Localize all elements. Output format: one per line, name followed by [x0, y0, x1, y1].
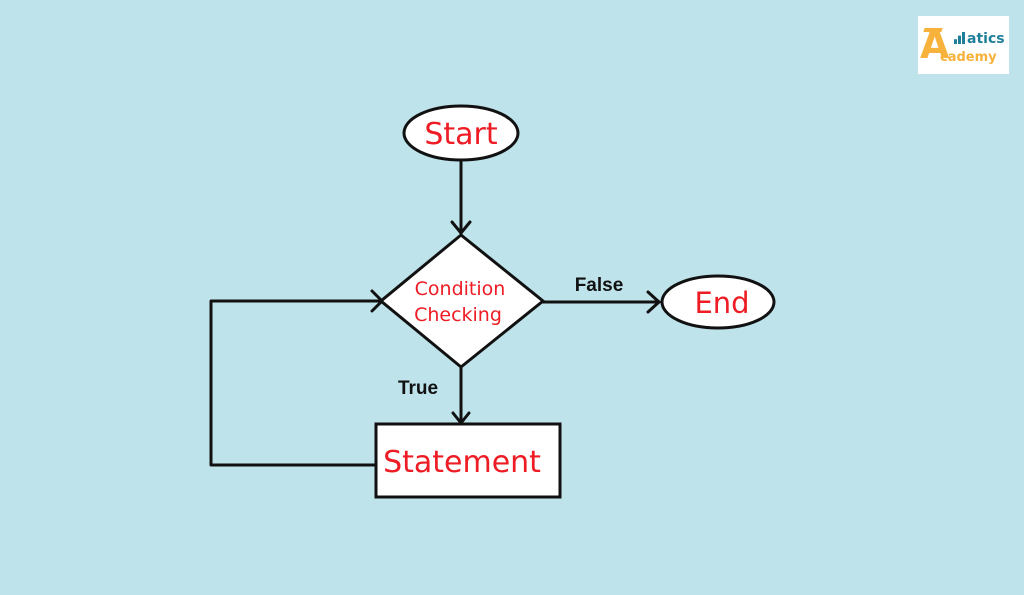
condition-label-line1: Condition: [415, 278, 506, 300]
logo-top-text: atics: [954, 32, 1005, 46]
arrowhead-icon: [450, 220, 472, 235]
condition-node: [378, 233, 546, 369]
start-label: Start: [424, 117, 498, 152]
logo-bottom-text: cademy: [940, 50, 997, 65]
edge-statement-loop-back: [209, 299, 382, 467]
condition-label-line2: Checking: [414, 304, 502, 326]
true-edge-label: True: [398, 378, 438, 399]
statement-label: Statement: [383, 445, 541, 480]
logo-top-word: atics: [967, 31, 1005, 47]
false-edge-label: False: [575, 275, 624, 296]
academy-logo: A atics cademy: [918, 16, 1009, 74]
end-label: End: [694, 286, 749, 320]
arrowhead-icon: [646, 290, 661, 314]
logo-letter-a: A: [920, 23, 950, 67]
start-node: [402, 104, 520, 162]
statement-node: [374, 422, 562, 499]
end-node: [660, 274, 776, 330]
